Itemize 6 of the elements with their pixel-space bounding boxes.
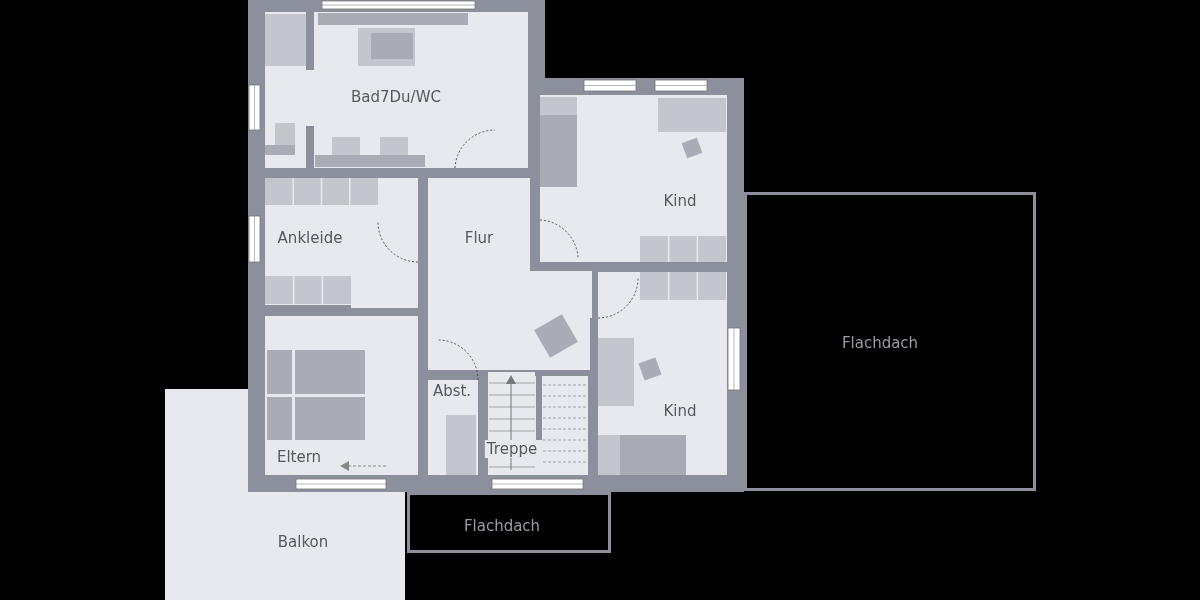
flat-roof-area (744, 192, 1036, 491)
room-area (428, 178, 592, 370)
room-label: Bad7Du/WC (349, 88, 443, 106)
flat-roof-area (407, 492, 611, 553)
room-label: Treppe (484, 440, 540, 458)
room-area (165, 389, 405, 600)
